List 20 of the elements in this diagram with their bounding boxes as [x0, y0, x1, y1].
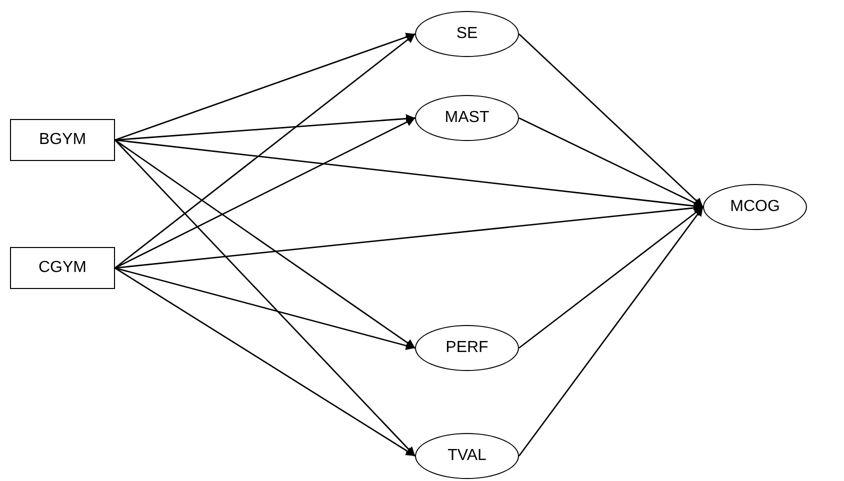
arrow [518, 34, 704, 208]
variable-box [10, 119, 115, 161]
arrow [114, 117, 416, 269]
arrow [518, 206, 704, 349]
node-label: BGYM [38, 130, 86, 150]
node-label: PERF [446, 338, 488, 358]
arrow [114, 267, 416, 457]
arrow [114, 267, 416, 350]
arrow [114, 33, 416, 269]
arrow [114, 114, 416, 141]
arrow [518, 206, 704, 456]
node-label: MCOG [730, 197, 780, 217]
node-label: MAST [444, 108, 490, 128]
node-label: SE [456, 24, 478, 44]
variable-box [10, 247, 115, 289]
arrow [114, 139, 416, 349]
node-label: TVAL [448, 446, 486, 466]
node-label: CGYM [38, 258, 86, 278]
arrow [114, 140, 416, 456]
arrow [114, 32, 416, 141]
